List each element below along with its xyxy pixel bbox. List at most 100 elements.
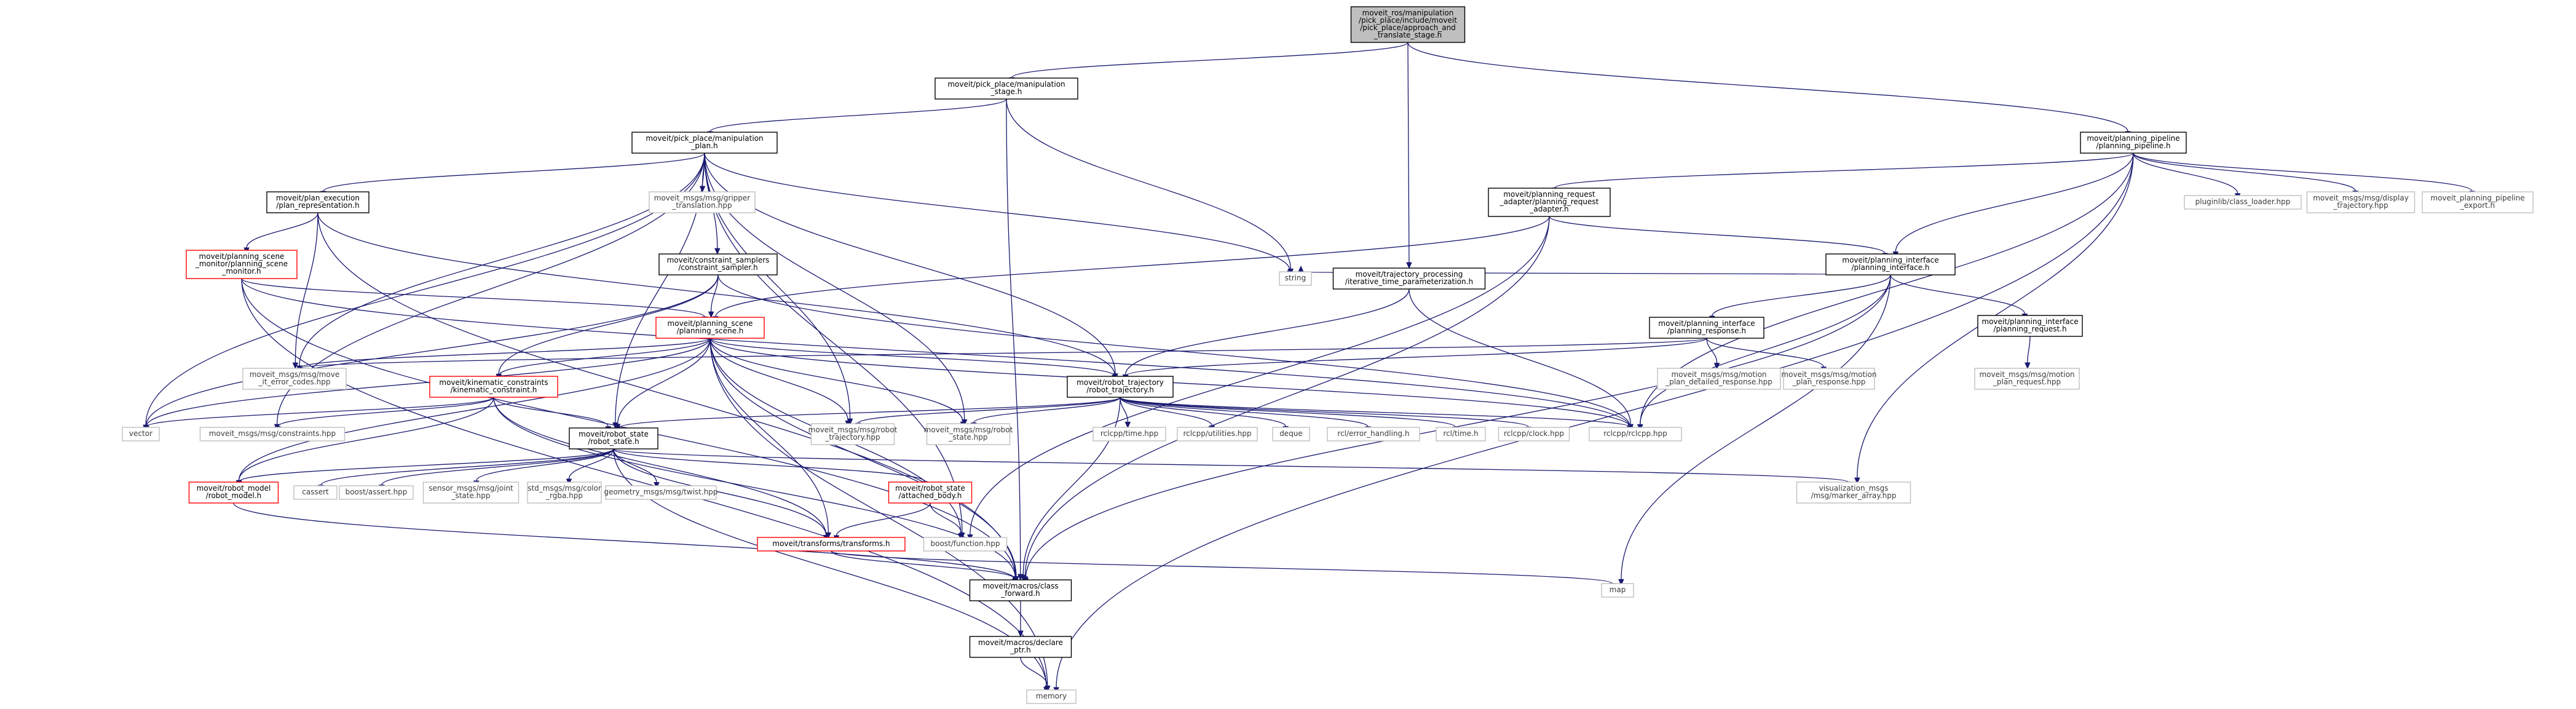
edge-line bbox=[2133, 152, 2473, 192]
edge-pint-to-map bbox=[1618, 274, 1891, 586]
node-label-line: /constraint_sampler.h bbox=[678, 263, 757, 272]
arrowhead bbox=[292, 362, 299, 370]
node-label: moveit/transforms/transforms.h bbox=[772, 539, 890, 548]
node-preqh[interactable]: moveit/planning_interface/planning_reque… bbox=[1977, 315, 2083, 337]
node-label: moveit/robot_model/robot_model.h bbox=[197, 484, 271, 500]
edge-line bbox=[715, 216, 1550, 317]
node-label-line: moveit_msgs/msg/motion bbox=[1979, 370, 2074, 379]
node-label-line: moveit_msgs/msg/motion bbox=[1781, 370, 1876, 379]
arrowhead bbox=[708, 311, 714, 319]
node-rtraj[interactable]: moveit/robot_trajectory/robot_trajectory… bbox=[1067, 376, 1174, 398]
node-label-line: /robot_model.h bbox=[206, 491, 262, 500]
edge-line bbox=[1006, 98, 1021, 575]
edge-attached-to-bfunc bbox=[930, 502, 965, 540]
node-csamp[interactable]: moveit/constraint_samplers/constraint_sa… bbox=[658, 253, 778, 275]
edge-rstate-to-rmodel bbox=[236, 448, 614, 488]
node-viz: visualization_msgs/msg/marker_array.hpp bbox=[1796, 481, 1911, 504]
node-rmodel[interactable]: moveit/robot_model/robot_model.h bbox=[188, 481, 279, 504]
node-label-line: moveit_planning_pipeline bbox=[2430, 194, 2524, 202]
edge-line bbox=[1120, 397, 1369, 427]
node-mstage[interactable]: moveit/pick_place/manipulation_stage.h bbox=[934, 77, 1078, 100]
node-label-line: _plan_detailed_response.hpp bbox=[1665, 378, 1772, 386]
node-mrt: moveit_msgs/msg/robot_trajectory.hpp bbox=[808, 423, 898, 445]
node-bfunc: boost/function.hpp bbox=[923, 537, 1008, 552]
arrowhead bbox=[1618, 579, 1624, 586]
node-box bbox=[1977, 315, 2083, 337]
node-box bbox=[888, 481, 973, 504]
node-label: moveit/robot_state/attached_body.h bbox=[895, 484, 965, 500]
node-label-line: deque bbox=[1279, 429, 1303, 438]
arrowhead bbox=[1854, 477, 1860, 485]
node-box bbox=[757, 537, 906, 552]
node-label-line: moveit_msgs/msg/move bbox=[250, 370, 340, 379]
node-label: moveit/trajectory_processing/iterative_t… bbox=[1345, 270, 1473, 286]
node-label-line: moveit/pick_place/manipulation bbox=[947, 80, 1065, 89]
node-preq[interactable]: moveit/planning_request_adapter/planning… bbox=[1488, 188, 1611, 217]
node-kc[interactable]: moveit/kinematic_constraints/kinematic_c… bbox=[429, 376, 558, 398]
node-label-line: /msg/marker_array.hpp bbox=[1811, 491, 1897, 500]
edge-pscene-to-mecodes bbox=[297, 338, 711, 374]
node-itp[interactable]: moveit/trajectory_processing/iterative_t… bbox=[1332, 267, 1486, 290]
edge-itp-to-rclcpp bbox=[1409, 288, 1634, 431]
node-label: moveit/planning_interface/planning_inter… bbox=[1842, 256, 1938, 272]
node-pscene[interactable]: moveit/planning_scene/planning_scene.h bbox=[655, 317, 765, 339]
node-attached[interactable]: moveit/robot_state/attached_body.h bbox=[888, 481, 973, 504]
node-label: visualization_msgs/msg/marker_array.hpp bbox=[1811, 484, 1897, 500]
node-label-line: _adapter/planning_request bbox=[1499, 197, 1599, 206]
node-label: boost/assert.hpp bbox=[346, 488, 408, 496]
node-pint[interactable]: moveit/planning_interface/planning_inter… bbox=[1825, 253, 1956, 275]
node-box bbox=[2422, 191, 2534, 213]
node-transforms[interactable]: moveit/transforms/transforms.h bbox=[757, 537, 906, 552]
node-label-line: moveit/robot_state bbox=[579, 430, 649, 438]
edge-pscene-to-mrt bbox=[709, 338, 851, 427]
node-root[interactable]: moveit_ros/manipulation/pick_place/inclu… bbox=[1350, 6, 1466, 43]
node-label-line: moveit/planning_interface bbox=[1981, 317, 2078, 326]
node-label-line: moveit/constraint_samplers bbox=[667, 256, 770, 264]
node-label-line: _translate_stage.h bbox=[1373, 31, 1442, 39]
edge-line bbox=[1025, 274, 1891, 579]
node-mplan[interactable]: moveit/pick_place/manipulation_plan.h bbox=[631, 132, 778, 154]
node-label: rcl/error_handling.h bbox=[1337, 429, 1409, 438]
node-box bbox=[923, 537, 1008, 552]
edge-line bbox=[241, 278, 1630, 427]
node-box bbox=[293, 485, 338, 500]
edge-presp-to-mpdr bbox=[1706, 338, 1720, 370]
node-box bbox=[2184, 195, 2302, 210]
node-box bbox=[1601, 583, 1634, 598]
edge-line bbox=[320, 448, 614, 486]
node-constr: moveit_msgs/msg/constraints.hpp bbox=[199, 427, 346, 442]
node-ppl[interactable]: moveit/planning_pipeline/planning_pipeli… bbox=[2080, 132, 2187, 154]
node-label: moveit/macros/class_forward.h bbox=[982, 582, 1058, 598]
edge-line bbox=[1621, 274, 1891, 580]
node-label-line: moveit/robot_trajectory bbox=[1077, 378, 1164, 387]
edge-ppl-to-ppexport bbox=[2133, 152, 2475, 198]
node-cfwd[interactable]: moveit/macros/class_forward.h bbox=[969, 579, 1072, 601]
edge-preq-to-pint bbox=[1549, 216, 1888, 260]
edge-line bbox=[238, 397, 494, 481]
edge-line bbox=[613, 448, 1849, 483]
node-map: map bbox=[1601, 583, 1634, 598]
edge-line bbox=[1120, 397, 1213, 426]
edge-transforms-to-map bbox=[831, 550, 1615, 590]
node-box bbox=[1332, 267, 1486, 290]
node-label-line: moveit/planning_scene bbox=[668, 319, 753, 328]
node-mpr: moveit_msgs/msg/motion_plan_response.hpp bbox=[1781, 368, 1877, 390]
node-label-line: rclcpp/time.hpp bbox=[1100, 429, 1158, 438]
edge-pexec-to-psm bbox=[243, 212, 318, 255]
node-label-line: _translation.hpp bbox=[671, 201, 732, 210]
node-label-line: /pick_place/approach_and bbox=[1360, 23, 1456, 32]
node-rstate[interactable]: moveit/robot_state/robot_state.h bbox=[569, 427, 658, 450]
node-declptr[interactable]: moveit/macros/declare_ptr.h bbox=[969, 636, 1072, 658]
node-psm[interactable]: moveit/planning_scene_monitor/planning_s… bbox=[186, 250, 298, 279]
node-label: moveit/planning_scene/planning_scene.h bbox=[668, 319, 753, 335]
node-presp[interactable]: moveit/planning_interface/planning_respo… bbox=[1649, 317, 1764, 339]
edge-line bbox=[238, 338, 711, 481]
node-pexec[interactable]: moveit/plan_execution/plan_representatio… bbox=[266, 191, 369, 213]
node-label: map bbox=[1610, 585, 1626, 594]
arrowhead bbox=[714, 248, 721, 255]
node-label-line: _state.hpp bbox=[451, 491, 490, 500]
node-label: moveit/planning_scene_monitor/planning_s… bbox=[195, 252, 288, 275]
node-box bbox=[1649, 317, 1764, 339]
edge-line bbox=[499, 338, 711, 376]
node-label: moveit_msgs/msg/constraints.hpp bbox=[209, 429, 336, 438]
